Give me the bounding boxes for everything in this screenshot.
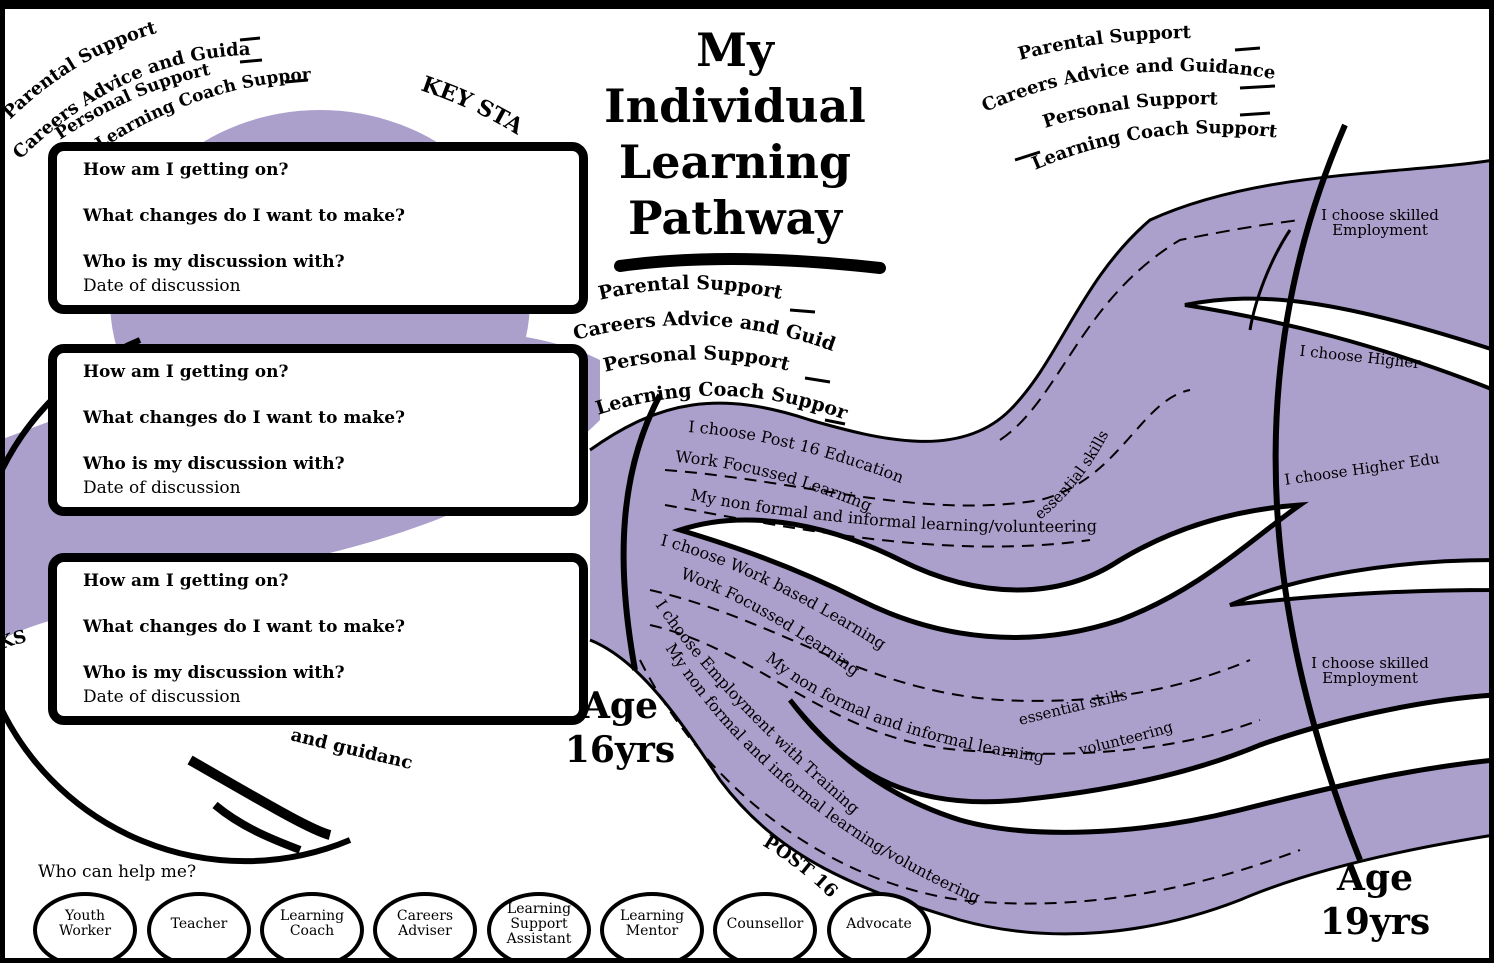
panel-question-progress: How am I getting on? bbox=[83, 571, 289, 591]
branch-gap-higher bbox=[1184, 296, 1494, 393]
who-can-help-label: Who can help me? bbox=[38, 862, 197, 882]
circle-arc-brush bbox=[187, 755, 332, 840]
panel-question-progress: How am I getting on? bbox=[83, 362, 289, 382]
helper-line: Advocate bbox=[846, 915, 912, 932]
lane-dash-5 bbox=[649, 624, 1261, 755]
lane-dash-6 bbox=[639, 659, 1301, 905]
helper-line: Learning bbox=[279, 908, 345, 924]
helper-teacher[interactable]: Teacher bbox=[147, 892, 251, 963]
circle-arc-lower bbox=[0, 337, 352, 865]
choice-skilled-employment-top: I choose skilled Employment bbox=[1295, 208, 1465, 238]
helper-line: Adviser bbox=[398, 923, 452, 939]
pathway-top-edge bbox=[589, 158, 1494, 452]
helper-line: Learning bbox=[619, 908, 685, 924]
age16-divider bbox=[620, 393, 663, 671]
helper-line: Teacher bbox=[170, 915, 228, 932]
title-underline bbox=[614, 253, 886, 274]
svg-text:Personal Support: Personal Support bbox=[601, 342, 792, 376]
panel-date-label: Date of discussion bbox=[83, 687, 241, 707]
age-16-word: Age bbox=[581, 685, 658, 727]
choice-line: I choose skilled bbox=[1321, 206, 1439, 224]
helper-advocate[interactable]: Advocate bbox=[827, 892, 931, 963]
support-dashes-right bbox=[1014, 46, 1276, 162]
lane-gap-upper bbox=[671, 501, 1309, 640]
panel-question-discussion: Who is my discussion with? bbox=[83, 252, 345, 272]
choice-skilled-employment-bottom: I choose skilled Employment bbox=[1290, 656, 1450, 686]
panel-question-changes: What changes do I want to make? bbox=[83, 206, 405, 226]
branch-gap-skilled bbox=[1229, 557, 1494, 607]
age-19-word: Age bbox=[1336, 857, 1413, 899]
mid-parental-support: Parental Support bbox=[596, 272, 784, 305]
panel-question-changes: What changes do I want to make? bbox=[83, 617, 405, 637]
choice-line: Employment bbox=[1322, 669, 1418, 687]
discussion-panel-3[interactable]: How am I getting on? What changes do I w… bbox=[48, 553, 588, 725]
panel-question-discussion: Who is my discussion with? bbox=[83, 663, 345, 683]
age19-tick bbox=[1248, 229, 1292, 331]
circle-arc-brush-2 bbox=[212, 801, 302, 854]
pathway-bottom-edge bbox=[589, 638, 1494, 936]
age-16-label: Age 16yrs bbox=[560, 684, 680, 772]
panel-date-label: Date of discussion bbox=[83, 478, 241, 498]
age-19-years: 19yrs bbox=[1319, 901, 1431, 943]
choice-line: I choose skilled bbox=[1311, 654, 1429, 672]
age-16-years: 16yrs bbox=[564, 729, 676, 771]
panel-question-changes: What changes do I want to make? bbox=[83, 408, 405, 428]
helper-line: Mentor bbox=[625, 923, 679, 939]
helper-line: Learning bbox=[506, 900, 572, 917]
helper-line: Coach bbox=[289, 923, 335, 939]
helper-line: Counsellor bbox=[726, 915, 804, 932]
helper-line: Assistant bbox=[506, 930, 572, 947]
helper-counsellor[interactable]: Counsellor bbox=[713, 892, 817, 963]
lane-dash-1 bbox=[664, 389, 1191, 507]
title-line-3: Learning bbox=[618, 135, 852, 189]
helper-line: Careers bbox=[396, 908, 454, 924]
mid-personal-support: Personal Support bbox=[601, 342, 792, 376]
age19-divider bbox=[1272, 123, 1363, 862]
age-19-label: Age 19yrs bbox=[1310, 856, 1440, 944]
title-line-4: Pathway bbox=[628, 191, 842, 245]
choice-line: Employment bbox=[1332, 221, 1428, 239]
lane-dash-2 bbox=[664, 504, 1091, 548]
discussion-panel-2[interactable]: How am I getting on? What changes do I w… bbox=[48, 344, 588, 516]
helper-line: Worker bbox=[58, 923, 112, 939]
svg-text:Parental Support: Parental Support bbox=[596, 272, 784, 305]
panel-question-discussion: Who is my discussion with? bbox=[83, 454, 345, 474]
panel-date-label: Date of discussion bbox=[83, 276, 241, 296]
support-dashes-mid bbox=[789, 308, 846, 426]
title-line-2: Individual bbox=[604, 79, 866, 133]
title-line-1: My bbox=[696, 23, 774, 77]
panel-question-progress: How am I getting on? bbox=[83, 160, 289, 180]
support-dashes-left bbox=[239, 36, 309, 84]
helper-line: Support bbox=[510, 915, 568, 932]
discussion-panel-1[interactable]: How am I getting on? What changes do I w… bbox=[48, 142, 588, 314]
lane-dash-4 bbox=[649, 589, 1251, 702]
helper-line: Youth bbox=[64, 908, 106, 924]
